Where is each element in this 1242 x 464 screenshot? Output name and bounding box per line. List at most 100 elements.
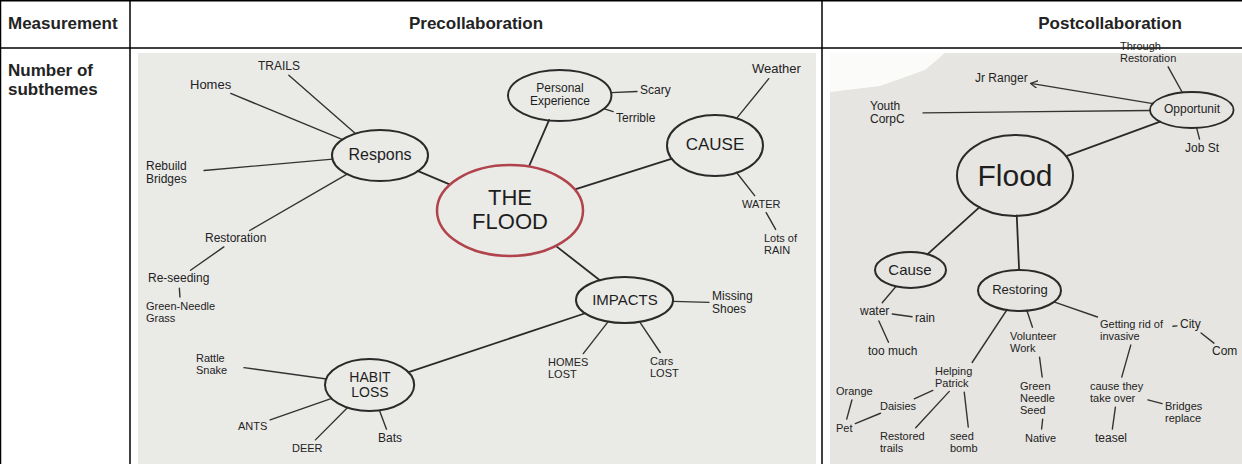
handwritten-word: too much (868, 345, 917, 358)
table-cell-text: Measurement (8, 15, 118, 34)
leader-line (923, 110, 1150, 112)
leader-line (855, 413, 880, 423)
leader-line (204, 159, 333, 170)
leader-line (1112, 407, 1115, 429)
leader-line (972, 309, 1007, 362)
concept-circle: IMPACTS (574, 275, 675, 325)
connector-line (575, 159, 672, 190)
table-border (129, 0, 131, 464)
handwritten-word: DEER (292, 442, 323, 454)
circle-texts: IMPACTS (592, 292, 658, 309)
circle-texts: Restoring (992, 283, 1048, 297)
connector-line (927, 207, 979, 254)
leader-line (1201, 333, 1214, 343)
leader-line (1173, 325, 1177, 327)
connector-line (418, 171, 450, 185)
handwritten-word: Youth CorpC (870, 100, 920, 126)
handwritten-word: Restored trails (880, 430, 925, 454)
leader-line (892, 314, 912, 317)
handwritten-word: Job St (1185, 142, 1219, 155)
circle-texts: Cause (888, 262, 931, 279)
concept-text: HABIT LOSS (340, 370, 400, 401)
handwritten-word: cause they take over (1090, 380, 1145, 404)
handwritten-word: Bats (378, 432, 402, 445)
table-cell-text: Precollaboration (409, 15, 543, 34)
leader-line (1054, 302, 1098, 317)
handwritten-word: Re-seeding (148, 272, 209, 285)
circle-outline-shape (332, 130, 428, 181)
leader-line (1040, 357, 1043, 377)
circle-outline-shape (508, 70, 611, 121)
circle-texts: THE FLOOD (460, 186, 560, 234)
handwritten-word: Missing Shoes (712, 290, 767, 316)
concept-text: IMPACTS (592, 292, 658, 309)
handwritten-word: teasel (1095, 432, 1127, 445)
handwritten-word: Cars LOST (650, 355, 690, 379)
circle-outline-shape (325, 359, 414, 411)
circle-texts: Flood (977, 159, 1052, 192)
handwritten-word: TRAILS (258, 60, 300, 73)
handwritten-word: Restoration (205, 232, 266, 245)
handwritten-word: Daisies (880, 400, 916, 412)
concept-circle: Opportunit (1148, 90, 1236, 130)
table-border (821, 0, 823, 464)
leader-line (250, 174, 348, 231)
table-cell-text: Number of subthemes (8, 62, 123, 99)
handwritten-word: Scary (640, 84, 671, 97)
handwritten-word: Homes (190, 78, 231, 92)
handwritten-word: Lots of RAIN (764, 232, 804, 256)
handwritten-word: Rattle Snake (196, 352, 241, 376)
circle-outline-shape (437, 165, 583, 256)
circle-outline-shape (875, 252, 946, 288)
concept-circle: CAUSE (665, 113, 765, 178)
handwritten-word: water (860, 305, 889, 318)
circle-outline-shape (1150, 92, 1234, 128)
handwritten-word: Getting rid of invasive (1100, 318, 1170, 342)
leader-line (879, 321, 889, 342)
circle-outline-shape (978, 270, 1061, 311)
concept-text: THE FLOOD (460, 186, 560, 234)
leader-line (964, 392, 968, 427)
leader-line (315, 407, 347, 439)
leader-line (640, 322, 661, 353)
leader-line (289, 75, 355, 133)
leader-line (179, 288, 181, 297)
handwritten-word: Bridges replace (1165, 400, 1225, 424)
connector-line (529, 120, 549, 166)
circle-outline-shape (576, 277, 673, 323)
concept-text: Restoring (992, 283, 1048, 297)
handwritten-word: seed bomb (950, 430, 990, 454)
leader-line (1027, 310, 1033, 327)
handwritten-word: Rebuild Bridges (146, 160, 201, 186)
leader-line (231, 93, 342, 139)
leader-line (1031, 83, 1153, 103)
concept-circle: THE FLOOD (435, 163, 585, 258)
circle-outline-shape (957, 135, 1073, 216)
concept-text: Cause (888, 262, 931, 279)
connector-line (555, 246, 599, 281)
concept-circle: Cause (873, 250, 948, 290)
handwritten-word: City (1180, 318, 1201, 331)
leader-line (191, 247, 224, 270)
leader-line (604, 109, 613, 112)
leader-line (916, 391, 950, 427)
handwritten-word: Green-Needle Grass (146, 300, 216, 324)
leader-line (1042, 419, 1043, 429)
handwritten-word: rain (915, 312, 935, 325)
concept-text: Respons (348, 146, 411, 164)
handwritten-word: Weather (752, 62, 801, 76)
handwritten-word: Helping Patrick (935, 365, 990, 389)
table-border (0, 0, 1242, 2)
leader-line (1122, 345, 1131, 377)
table-border (0, 0, 1, 464)
handwritten-word: Com (1212, 345, 1237, 358)
handwritten-word: ANTS (238, 420, 267, 432)
handwritten-word: Jr Ranger (975, 72, 1028, 85)
leader-line (766, 213, 775, 230)
leader-line (1197, 128, 1200, 139)
leader-line (1168, 67, 1182, 93)
